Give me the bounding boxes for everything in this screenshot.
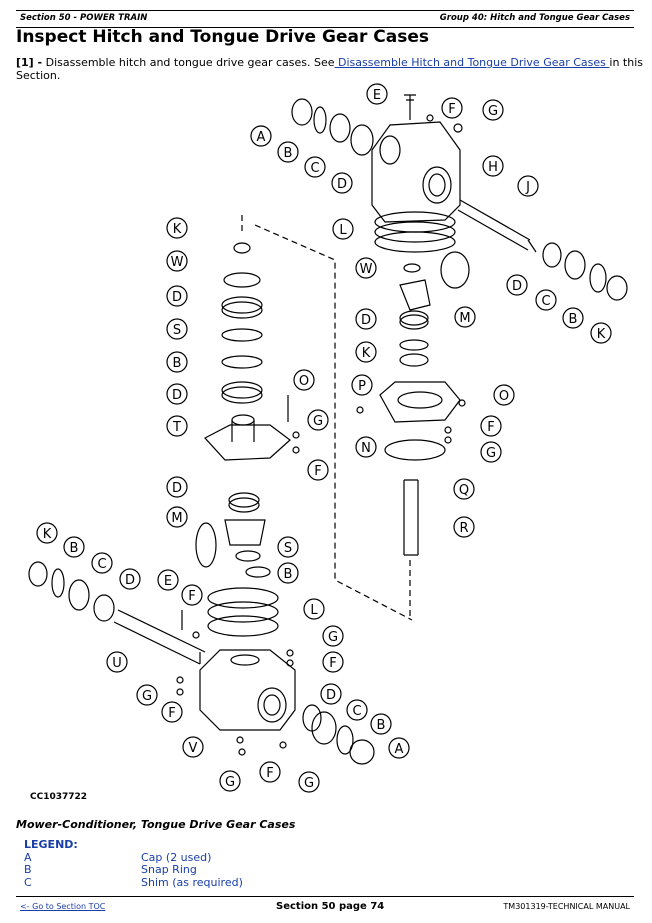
page-header: Section 50 - POWER TRAIN Group 40: Hitch… — [16, 10, 634, 28]
callout-h: H — [488, 160, 498, 175]
callout-f-top: F — [448, 102, 455, 117]
callout-e-top: E — [373, 88, 381, 103]
step-number: [1] - — [16, 56, 43, 69]
legend-heading: LEGEND: — [24, 838, 78, 851]
legend-key: B — [24, 863, 32, 876]
callout-f-low-left: F — [168, 706, 175, 721]
callout-b-top: B — [284, 146, 293, 161]
legend-key: A — [24, 851, 32, 864]
callout-l-top: L — [339, 223, 347, 238]
page-title: Inspect Hitch and Tongue Drive Gear Case… — [16, 27, 429, 47]
callout-j: J — [525, 180, 530, 195]
callout-g-top: G — [488, 104, 498, 119]
callout-d-left2: D — [172, 388, 182, 403]
callout-s-low: S — [284, 541, 292, 556]
callout-b-low: B — [284, 567, 293, 582]
disassemble-link[interactable]: Disassemble Hitch and Tongue Drive Gear … — [334, 56, 610, 69]
figure-caption: Mower-Conditioner, Tongue Drive Gear Cas… — [16, 818, 296, 831]
manual-id: TM301319-TECHNICAL MANUAL — [503, 902, 630, 911]
group-label: Group 40: Hitch and Tongue Gear Cases — [439, 13, 630, 23]
callout-f-low: F — [188, 589, 195, 604]
callout-k-right: K — [597, 327, 606, 342]
callout-r: R — [459, 521, 468, 536]
callout-c-right: C — [541, 294, 550, 309]
callout-g-left: G — [313, 414, 323, 429]
callout-o-right: O — [499, 389, 509, 404]
step-instruction: [1] - Disassemble hitch and tongue drive… — [16, 56, 652, 82]
callout-u: U — [112, 656, 122, 671]
step-text: Disassemble hitch and tongue drive gear … — [42, 56, 335, 69]
callout-n: N — [361, 441, 371, 456]
callout-s-left: S — [173, 323, 181, 338]
callout-k-low: K — [43, 527, 52, 542]
callout-b-right: B — [569, 312, 578, 327]
callout-t: T — [172, 420, 181, 435]
callout-e-low: E — [164, 574, 172, 589]
callout-q: Q — [459, 483, 469, 498]
callout-f-right: F — [487, 420, 494, 435]
legend-value: Snap Ring — [141, 863, 197, 876]
page-number: Section 50 page 74 — [276, 901, 385, 912]
callout-g-bottom2: G — [304, 776, 314, 791]
callout-c-low-left: C — [97, 557, 106, 572]
callout-p: P — [358, 379, 366, 394]
callout-d-low: D — [172, 481, 182, 496]
callout-f-left: F — [314, 464, 321, 479]
section-label: Section 50 - POWER TRAIN — [20, 13, 148, 23]
step-text-end: in this Section. — [16, 56, 644, 82]
callout-b-bottom: B — [377, 718, 386, 733]
callout-d-bottom: D — [326, 688, 336, 703]
callout-g-right: G — [486, 446, 496, 461]
callout-k-mid: K — [362, 346, 371, 361]
callout-d-top: D — [337, 177, 347, 192]
callout-m-top: M — [459, 311, 470, 326]
callout-g-bottom1: G — [225, 775, 235, 790]
callout-l-low: L — [310, 603, 318, 618]
section-toc-link[interactable]: <- Go to Section TOC — [20, 902, 106, 911]
callout-d-low-left: D — [125, 573, 135, 588]
figure-id: CC1037722 — [30, 792, 88, 802]
page-footer: <- Go to Section TOC Section 50 page 74 … — [16, 896, 634, 919]
exploded-view-illustration: E F G A B C D H J K L W D S B D T O G F … — [28, 83, 628, 793]
callout-f-bottom: F — [266, 766, 273, 781]
legend-value: Cap (2 used) — [141, 851, 212, 864]
callout-d-right: D — [512, 279, 522, 294]
callout-g-low-right: G — [328, 630, 338, 645]
callout-m-low: M — [171, 511, 182, 526]
callout-f-low-right: F — [329, 656, 336, 671]
callout-a-bottom: A — [395, 742, 404, 757]
callout-w-top: W — [360, 262, 373, 277]
callout-b-low-left: B — [70, 541, 79, 556]
legend-value: Shim (as required) — [141, 876, 243, 889]
callout-a-top: A — [257, 130, 266, 145]
callout-c-top: C — [310, 161, 319, 176]
callout-g-low-left: G — [142, 689, 152, 704]
callout-k-left: K — [173, 222, 182, 237]
legend-key: C — [24, 876, 32, 889]
callout-b-left: B — [173, 356, 182, 371]
callout-v: V — [189, 741, 198, 756]
callout-d-mid: D — [361, 313, 371, 328]
callout-o-left: O — [299, 374, 309, 389]
callout-w-left: W — [171, 255, 184, 270]
callout-d-left1: D — [172, 290, 182, 305]
callout-c-bottom: C — [352, 704, 361, 719]
